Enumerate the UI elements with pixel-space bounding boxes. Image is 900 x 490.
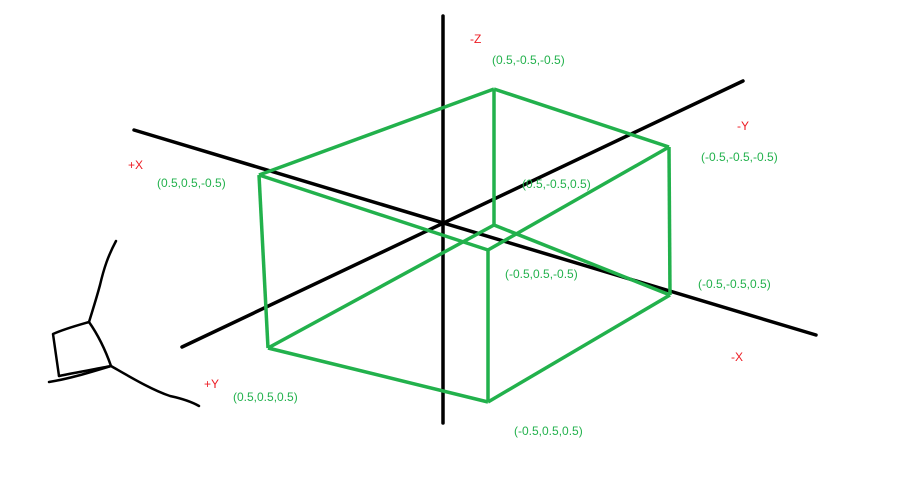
box-edge [267, 346, 489, 404]
vertex-label: (0.5,-0.5,-0.5) [492, 53, 565, 67]
vertex-label: (-0.5,0.5,-0.5) [505, 267, 578, 281]
axis-label-neg-y: -Y [737, 119, 749, 133]
box-edge [267, 223, 495, 350]
axes [132, 14, 818, 425]
vertex-label: (0.5,-0.5,0.5) [522, 177, 591, 191]
axis-label-pos-y: +Y [204, 377, 219, 391]
box-edge [487, 293, 671, 404]
axis-label-neg-z: -Z [470, 32, 481, 46]
vertex-label: (0.5,0.5,-0.5) [157, 176, 226, 190]
box-wireframe [257, 87, 672, 404]
box-edge [258, 173, 489, 252]
box-edge [257, 174, 270, 349]
box-edge [667, 146, 672, 296]
box-edge [493, 223, 671, 297]
box-edge [493, 87, 670, 149]
vertex-label: (0.5,0.5,0.5) [233, 390, 298, 404]
vertex-label: (-0.5,-0.5,0.5) [698, 277, 771, 291]
vertex-label: (-0.5,0.5,0.5) [514, 424, 583, 438]
axis-label-pos-x: +X [128, 158, 143, 172]
box-edge [258, 87, 495, 177]
vertex-label: (-0.5,-0.5,-0.5) [701, 150, 778, 164]
x-axis [132, 128, 818, 337]
axis-label-neg-x: -X [731, 350, 743, 364]
y-axis [180, 79, 745, 349]
eye-doodle [47, 239, 201, 408]
